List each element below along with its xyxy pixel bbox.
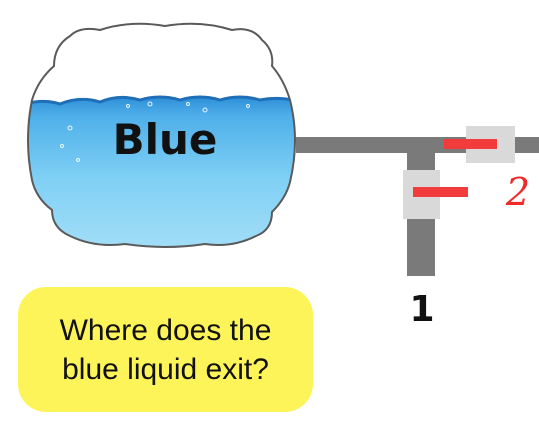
valve-horizontal [444,126,515,163]
tank-label: Blue [112,115,218,164]
tank-outline [27,22,296,248]
exit-label-2: 2 [505,170,531,214]
blue-liquid [28,97,295,247]
bubbles [60,101,250,162]
valve-handle [413,187,468,197]
tank [27,22,296,248]
valve-handle [444,139,497,149]
question-text: Where does the blue liquid exit? [59,313,272,386]
valve-vertical [403,170,468,219]
water-surface [28,95,295,108]
exit-label-1: 1 [409,289,435,330]
question-box: Where does the blue liquid exit? [18,287,313,412]
